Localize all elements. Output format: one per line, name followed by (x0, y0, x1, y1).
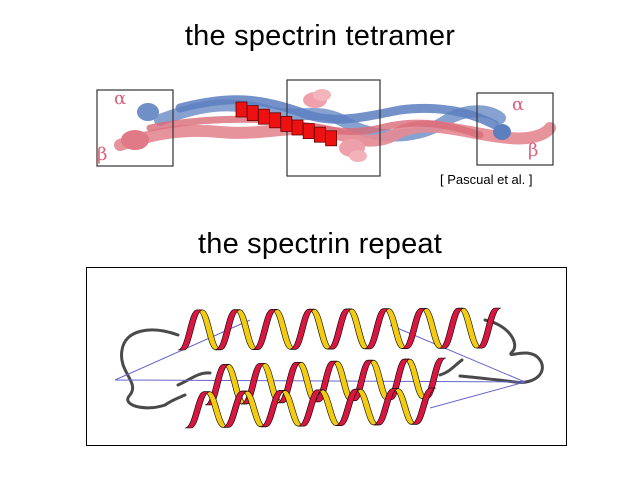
helix-back-segment (241, 390, 267, 428)
helix-front-segment (364, 308, 390, 350)
helix-front-segment (241, 363, 266, 405)
helix-front-segment (177, 309, 203, 351)
repeat-marker (280, 116, 293, 132)
helix-back-segment (316, 389, 342, 426)
helix-back-segment (233, 309, 259, 350)
repeat-marker (325, 130, 338, 147)
repeat-marker (257, 108, 270, 125)
helix-back-segment (345, 308, 371, 350)
right-beta-label: β (528, 140, 538, 161)
helix-back-segment (354, 388, 380, 426)
helix-front-segment (313, 360, 338, 403)
repeat-marker (235, 101, 248, 118)
center-box (286, 79, 381, 177)
title-repeat: the spectrin repeat (198, 228, 442, 260)
left-alpha-head (137, 103, 159, 121)
helices (177, 307, 502, 429)
helix-back-segment (382, 308, 408, 349)
helix-front-segment (349, 359, 374, 401)
repeat-marker (313, 126, 326, 143)
helix-front-segment (401, 308, 427, 349)
helix-back-segment (392, 388, 418, 425)
repeat-markers (235, 101, 338, 147)
helix-back-segment (279, 390, 305, 427)
right-alpha-label: α (512, 94, 524, 115)
helix-front-segment (438, 307, 464, 349)
right-box (476, 92, 554, 166)
helix-front-segment (297, 389, 324, 427)
right-alpha-head (493, 124, 511, 140)
repeat-marker (246, 105, 259, 121)
helix-front-segment (184, 391, 210, 429)
helix-back-segment (295, 362, 320, 403)
helix-front-segment (252, 309, 278, 350)
left-box (96, 89, 174, 167)
repeat-frame (86, 267, 567, 446)
left-beta-head (121, 130, 149, 150)
left-alpha-label: α (114, 88, 126, 109)
helix-front-segment (277, 362, 302, 404)
helix-back-segment (457, 307, 483, 349)
repeat-marker (291, 119, 304, 136)
helix-front-segment (476, 307, 502, 349)
helix-front-segment (385, 358, 410, 400)
citation: [ Pascual et al. ] (440, 172, 533, 187)
helix-back-segment (367, 359, 392, 400)
helix-front-segment (327, 308, 352, 350)
loops (120, 318, 544, 410)
helix-back-segment (331, 360, 356, 401)
helix-front-segment (289, 308, 315, 350)
helix-back-segment (196, 309, 222, 351)
left-beta-label: β (97, 144, 107, 165)
spectrin-strands (114, 89, 556, 162)
helix-front-segment (222, 390, 248, 428)
helix-front-segment (411, 387, 437, 425)
title-tetramer: the spectrin tetramer (184, 20, 456, 52)
helix-front-segment (373, 388, 399, 426)
helix-back-segment (271, 309, 297, 350)
helix-back-segment (259, 363, 284, 404)
repeat-marker (269, 112, 282, 129)
helix-front-segment (215, 309, 241, 351)
repeat-marker (302, 123, 315, 139)
helix-front-segment (260, 390, 286, 428)
helix-back-segment (403, 358, 429, 399)
helix-front-segment (204, 364, 230, 406)
helix-back-segment (420, 308, 446, 349)
helix-back-segment (203, 391, 229, 428)
helix-front-segment (421, 357, 447, 399)
helix-axes (114, 319, 526, 409)
helix-back-segment (308, 308, 334, 350)
helix-front-segment (335, 388, 361, 426)
helix-back-segment (222, 364, 248, 405)
